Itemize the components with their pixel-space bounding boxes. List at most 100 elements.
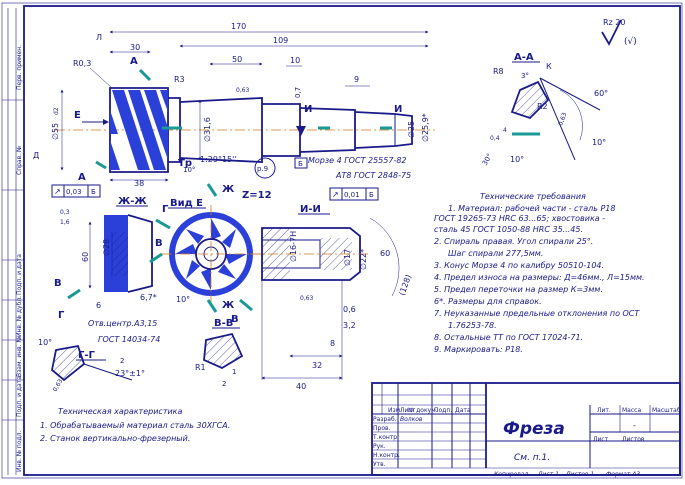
dim-r03: R0,3 [73,59,91,68]
label-tr: Тр [178,158,192,169]
strip-label-5: Взам. инв. № [16,336,23,377]
tech-req-12: 8. Остальные ТТ по ГОСТ 17024-71. [434,333,583,342]
dim-r063: 0,63 [236,87,250,94]
zhzh-v2: В [54,278,62,289]
dim-taper-deg: 10° [183,166,195,174]
dim-dia25-9: ∅25,9* [421,113,430,142]
center-note-2: ГОСТ 14034-74 [98,335,160,344]
aa-r2: R2 [537,102,548,111]
aa-04: 0,4 [490,135,500,142]
ref-p9: p.9 [257,165,268,173]
main-view: 170 109 50 30 10 9 38 R0,3 R3 Л Д ∅55 d2… [33,22,435,201]
runout-1: 0,03 [66,188,82,196]
runout-2-ref: Б [369,191,374,199]
center-note-1: Отв.центр.А3,15 [88,319,157,328]
tb-col-sheet: Лист [400,407,416,414]
dim-dia25: ∅25 [407,121,416,138]
strip-label-3: Подп. и дата [16,254,23,295]
zhzh-d67: 6,7* [140,293,157,302]
gg-d23: 23°±1° [115,369,145,378]
view-zhzh: Ж-Ж 60 ∅28 6 6,7* 0,3 1,6 В В Г [54,196,163,321]
tb-footer-copy: Копировал [494,471,528,478]
zhzh-v: В [155,238,163,249]
view-e-ang10: 10° [176,295,190,304]
strip-label-1: Перв. примен. [16,45,23,90]
aa-60: 60° [594,89,608,98]
aa-4: 4 [503,127,507,134]
section-ii: И-И ∅16-7H ∅17 ∅22* 60 (128) 40 32 8 3,2… [250,204,413,391]
label-i1: И [304,104,312,115]
dim-dia55: ∅55 [51,123,60,140]
tb-mass: Масса [622,407,641,414]
tb-row-dev: Разраб. [373,416,397,423]
tech-requirements: Технические требования 1. Материал: рабо… [434,192,645,354]
aa-063: 0,63 [557,112,568,127]
tb-row-utv: Утв. [373,461,386,468]
tb-footer-format: Формат А3 [606,471,640,478]
section-aa-title: А-А [514,52,534,63]
aa-10: 10° [592,138,606,147]
dim-30: 30 [130,43,140,52]
tech-char-2: 2. Станок вертикально-фрезерный. [40,434,190,443]
outer-border [1,2,683,479]
ii-d8: 8 [330,339,335,348]
ii-d128: (128) [397,273,413,296]
tb-row-check: Пров. [373,425,391,432]
tech-char-title: Техническая характеристика [58,407,183,416]
label-e: Е [74,110,81,121]
vv-d2: 2 [222,380,226,388]
tb-footer-sheets: Листов 1 [565,471,594,478]
tech-req-9: 6*. Размеры для справок. [434,297,542,306]
tech-characteristics: Техническая характеристика 1. Обрабатыва… [40,407,230,443]
zhzh-d16: 1,6 [60,219,70,226]
label-d: Д [33,151,39,160]
dim-38: 38 [134,179,144,188]
tb-row-ncontr: Н.контр. [373,452,400,459]
runout-1-ref: Б [91,188,96,196]
tech-req-3: сталь 45 ГОСТ 1050-88 HRC 35...45. [434,225,583,234]
tech-req-1: 1. Материал: рабочей части - сталь Р18 [448,204,616,213]
tb-col-doc: № докум. [408,407,438,414]
aa-k: К [546,62,552,71]
vv-r1: R1 [195,363,206,372]
view-e-title: Вид Е [170,198,203,209]
tb-row-ruk: Рук. [373,443,386,450]
ii-d06: 0,6 [343,305,356,314]
tb-sheets: Листов [622,436,645,443]
section-aa: А-А R8 R2 3° К 60° 10° 10° 30° 0,4 4 0,6… [481,52,608,167]
note-at8: АТ8 ГОСТ 2848-75 [335,171,411,180]
dim-taper: 1:29°15'' [200,155,237,164]
ii-d17: ∅17 [343,249,352,266]
tech-req-8: 5. Предел переточки на размер К=3мм. [434,285,603,294]
strip-label-4: Инв. № дубл. [16,296,23,337]
tech-req-13: 9. Маркировать: Р18. [434,345,523,354]
side-strip: Перв. примен. Справ. № Подп. и дата Инв.… [2,8,24,475]
dim-9: 9 [354,75,359,84]
datum-b: Б [298,160,303,168]
tech-req-10: 7. Неуказанные предельные отклонения по … [434,309,640,318]
runout-2: 0,01 [344,191,360,199]
tech-req-5: Шаг спирали 277,5мм. [448,249,543,258]
ii-d22: ∅22* [359,249,368,270]
tech-req-11: 1.76253-78. [448,321,497,330]
gg-title: Г-Г [78,350,96,361]
zhzh-g: Г [58,310,65,321]
ii-d40: 40 [296,382,306,391]
aa-r8: R8 [493,67,504,76]
tb-sheet: Лист [593,436,609,443]
ii-d063: 0,63 [300,295,314,302]
tech-req-title: Технические требования [480,192,586,201]
note-morse: Морзе 4 ГОСТ 25557-82 [308,156,407,165]
inner-frame [23,5,681,476]
tech-req-7: 4. Предел износа на размеры: Д=46мм., Л=… [434,273,645,282]
label-i2: И [394,104,402,115]
roughness-main: Rz 20 [603,18,625,27]
aa-30: 30° [481,152,494,167]
dim-07: 0,7 [294,87,302,98]
label-a-top: А [130,56,138,67]
gg-d10: 10° [38,338,52,347]
view-e-zh-top: Ж [222,184,235,195]
strip-label-6: Подп. и дата [16,376,23,417]
vv-title: В-В [214,318,233,329]
